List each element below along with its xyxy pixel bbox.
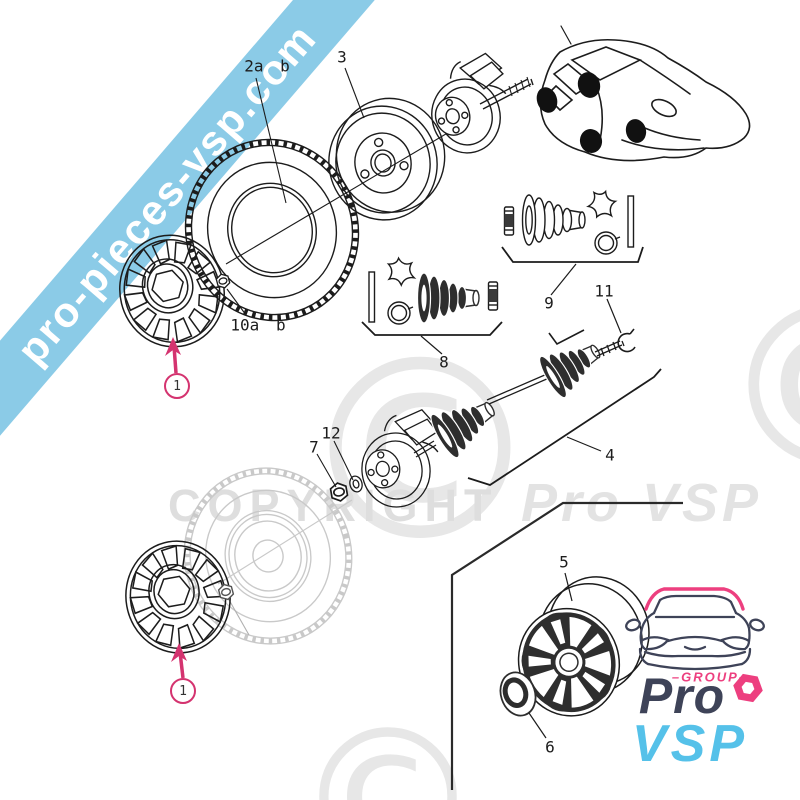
lower-valve-nut-drawing bbox=[216, 582, 236, 602]
copyright-symbol-watermark: © bbox=[295, 306, 545, 597]
drive-shaft-drawing bbox=[353, 329, 625, 513]
alloy-wheel-drawing bbox=[517, 572, 650, 717]
wheel-trim-drawing-top bbox=[108, 224, 236, 358]
logo-car-outline bbox=[625, 587, 765, 671]
shaft-bracket-4 bbox=[467, 368, 662, 486]
steel-rim-drawing bbox=[316, 87, 458, 231]
part-label-9: 9 bbox=[544, 293, 554, 313]
upper-axle-line bbox=[225, 127, 457, 265]
part-label-12: 12 bbox=[321, 423, 341, 443]
copyright-symbol-watermark: © bbox=[718, 278, 800, 498]
vehicle-wheels bbox=[536, 72, 647, 153]
part-label-11: 11 bbox=[594, 281, 614, 301]
part-label-6: 6 bbox=[545, 737, 555, 757]
logo-vsp-text: VSP bbox=[631, 715, 749, 773]
cv-boot-kit-9-drawing bbox=[501, 187, 644, 346]
inset-box bbox=[450, 501, 683, 790]
part-label-8: 8 bbox=[439, 352, 449, 372]
hub-brake-drawing bbox=[418, 49, 534, 161]
part-label-2: 2a b bbox=[244, 56, 290, 76]
highlight-arrow-bottom bbox=[171, 643, 187, 679]
faded-wheel-drawing bbox=[165, 449, 372, 663]
circlip-drawing bbox=[606, 298, 636, 353]
part-label-7: 7 bbox=[309, 437, 319, 457]
vehicle-sketch bbox=[536, 25, 751, 162]
part-label-10: 10a b bbox=[230, 315, 286, 335]
part-label-5: 5 bbox=[559, 552, 569, 572]
hub-nut-washer-drawing bbox=[316, 440, 363, 504]
cv-boot-kit-8-drawing bbox=[361, 255, 503, 355]
part-badge-1-bottom: 1 bbox=[170, 678, 196, 704]
part-badge-1-top: 1 bbox=[164, 373, 190, 399]
logo-pro-text: Pro bbox=[638, 668, 726, 724]
leader-lines bbox=[226, 67, 365, 316]
logo-group-text: –GROUP– bbox=[671, 669, 749, 685]
part-label-4: 4 bbox=[605, 445, 615, 465]
logo-hexagon-nut-icon bbox=[733, 673, 763, 703]
highlight-arrow-top bbox=[165, 337, 181, 374]
hub-cap-drawing bbox=[499, 671, 547, 739]
part-label-3: 3 bbox=[337, 47, 347, 67]
